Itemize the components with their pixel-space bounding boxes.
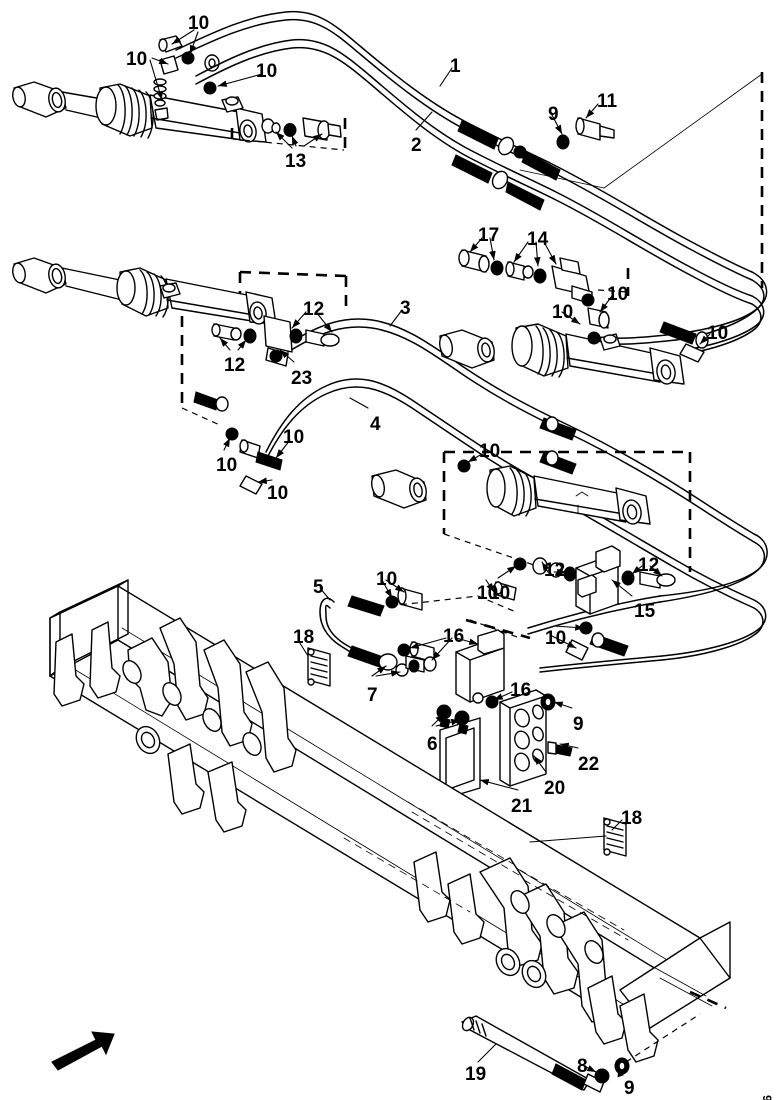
bolts-6 (436, 704, 470, 735)
callout-number: 10 (376, 569, 398, 590)
callout-number: 7 (367, 685, 378, 706)
leader-lines (149, 29, 711, 1078)
callout-number: 10 (552, 302, 574, 323)
callout-number: 9 (548, 104, 559, 125)
callout-number: 10 (607, 284, 629, 305)
callout-number: 13 (285, 151, 307, 172)
nut-8 (594, 1068, 610, 1084)
callout-number: 18 (293, 627, 315, 648)
callout-number: 17 (478, 225, 500, 246)
valve-block-15 (575, 545, 621, 615)
callout-number: 3 (400, 298, 411, 319)
cylinder-upper-left (12, 81, 267, 143)
group-bracket-12-top (239, 270, 347, 278)
callout-number: 21 (511, 796, 533, 817)
callout-number: 5 (313, 577, 324, 598)
nut-10-lower-cyl (457, 459, 471, 473)
solenoid-block-16 (455, 629, 505, 709)
dash-bottom-right (689, 990, 727, 1010)
hose-5 (319, 595, 387, 669)
fitting-11 (575, 117, 615, 141)
cylinder-lower (371, 465, 651, 525)
callout-number: 12 (224, 355, 246, 376)
fitting-train-17-14 (458, 249, 595, 307)
connector-18-right (603, 817, 627, 857)
direction-arrow-up-right (51, 1031, 115, 1071)
cylinder-middle-left (12, 257, 277, 325)
manifold-20 (499, 689, 547, 787)
nut-9-upper (556, 134, 570, 150)
callout-number: 9 (573, 714, 584, 735)
drawing-id-label: 391 006 (760, 1094, 774, 1100)
callout-number: 10 (126, 49, 148, 70)
bracket-tines-left (53, 617, 297, 833)
hose-1 (175, 10, 753, 281)
callout-number: 12 (303, 299, 325, 320)
hose-4 (265, 378, 755, 609)
fittings-upper-left (153, 35, 220, 121)
callout-number: 10 (545, 628, 567, 649)
callout-number: 2 (411, 135, 422, 156)
fittings-5-10 (378, 587, 425, 677)
callout-number: 4 (370, 414, 381, 435)
connector-18-left (307, 647, 331, 687)
callout-number: 6 (427, 734, 438, 755)
callout-number: 19 (465, 1064, 487, 1085)
callout-number: 15 (634, 601, 656, 622)
beam-hole-pattern (343, 801, 629, 941)
cylinder-middle-right (439, 323, 685, 385)
callout-number: 10 (188, 13, 210, 34)
callout-number: 10 (477, 583, 499, 604)
callout-number: 10 (479, 441, 501, 462)
callout-number: 10 (707, 323, 729, 344)
hose-3 (287, 318, 755, 543)
callout-number: 23 (291, 368, 313, 389)
gasket-21 (439, 717, 481, 801)
callout-number: 14 (527, 229, 549, 250)
fittings-middle-right (587, 307, 709, 363)
callout-number: 22 (578, 754, 600, 775)
callout-number: 11 (597, 91, 618, 112)
callout-number: 20 (544, 778, 566, 799)
hose-2 (195, 38, 753, 305)
fittings-lower-left-mid (193, 391, 283, 495)
callout-number: 10 (489, 583, 511, 604)
callout-number: 10 (283, 427, 305, 448)
callout-number: 16 (510, 680, 532, 701)
callout-number: 12 (638, 555, 660, 576)
callout-number: 16 (443, 626, 465, 647)
callout-number: 10 (256, 61, 278, 82)
bracket-tines-right (413, 851, 659, 1063)
callout-number: 10 (216, 455, 238, 476)
callout-number: 18 (621, 808, 643, 829)
callout-number: 12 (544, 560, 566, 581)
hose-crimps-lower (539, 416, 577, 475)
callout-number: 10 (267, 483, 289, 504)
hose-connector-mid-upper (451, 120, 561, 211)
callout-number: 8 (577, 1056, 588, 1077)
callout-number: 9 (624, 1078, 635, 1099)
callout-number: 1 (450, 56, 461, 77)
fitting-train-13 (261, 117, 342, 141)
